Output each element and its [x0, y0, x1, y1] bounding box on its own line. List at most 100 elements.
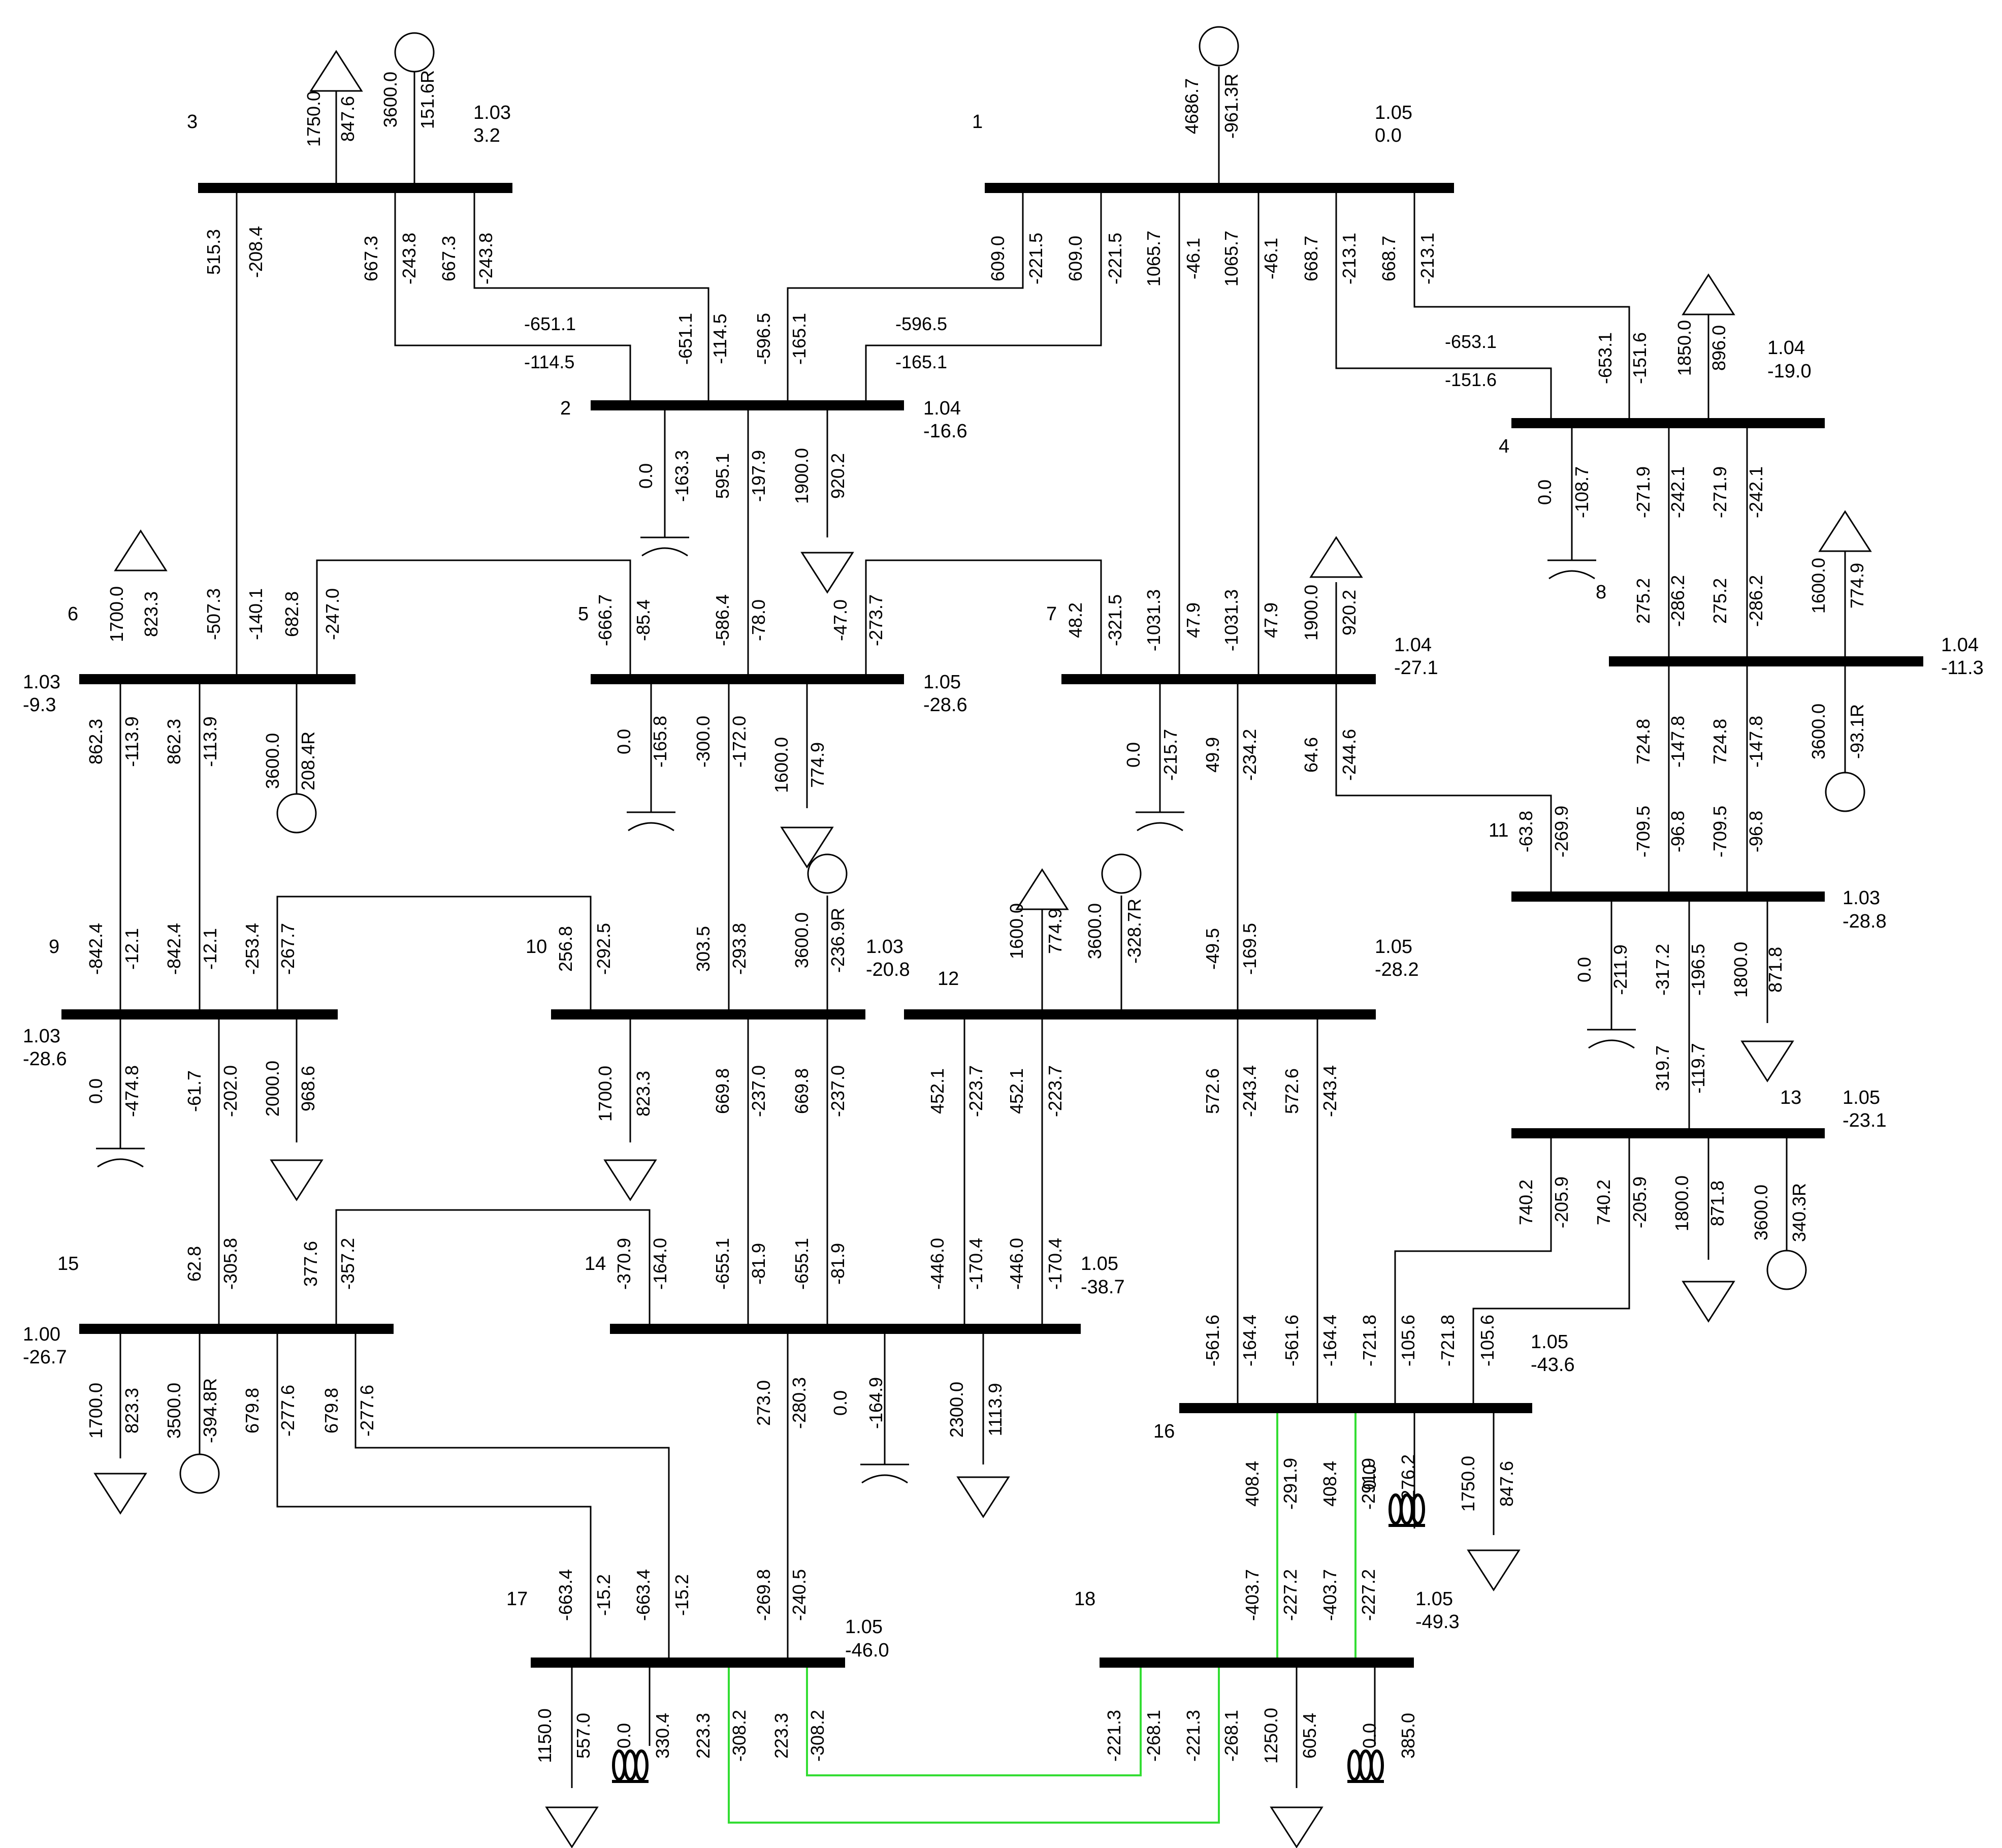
bus-number-14: 14 — [585, 1253, 606, 1275]
flow-value: -663.4 — [555, 1569, 576, 1621]
flow-value: 1900.0 — [791, 448, 812, 504]
flow-value: -78.0 — [748, 599, 769, 641]
flow-value: 0.0 — [613, 729, 634, 754]
flow-value: 920.2 — [827, 453, 848, 499]
bus-number-9: 9 — [49, 936, 59, 958]
bus-number-1: 1 — [972, 111, 983, 133]
flow-value: 3500.0 — [164, 1383, 184, 1439]
flow-value: -842.4 — [164, 923, 184, 975]
flow-value: 968.6 — [298, 1066, 318, 1111]
flow-value: -446.0 — [1006, 1238, 1027, 1290]
bus-bar-1[interactable] — [985, 183, 1454, 193]
load-arrow-icon — [1467, 1549, 1521, 1591]
flow-value: -277.6 — [277, 1385, 298, 1437]
flow-value: -234.2 — [1239, 729, 1260, 781]
flow-value: -709.5 — [1633, 806, 1654, 857]
flow-value: -253.4 — [242, 923, 263, 975]
bus-bar-15[interactable] — [79, 1324, 394, 1334]
flow-value: 330.4 — [652, 1713, 673, 1759]
flow-value: -236.9R — [827, 908, 848, 973]
shunt-reactor-icon — [612, 1749, 649, 1783]
bus-angle-2: -16.6 — [923, 421, 967, 442]
flow-value: -227.2 — [1280, 1569, 1301, 1621]
flow-value: 667.3 — [361, 236, 381, 281]
shunt-reactor-icon — [1389, 1493, 1425, 1527]
flow-value: 452.1 — [927, 1068, 948, 1114]
flow-value: 682.8 — [281, 591, 302, 637]
bus-bar-10[interactable] — [551, 1009, 865, 1019]
bus-voltage-4: 1.04 — [1767, 337, 1805, 359]
load-arrow-icon — [956, 1476, 1010, 1518]
flow-value: 3600.0 — [1084, 903, 1105, 959]
bus-bar-14[interactable] — [610, 1324, 1081, 1334]
flow-value: 1065.7 — [1143, 231, 1164, 286]
bus-bar-18[interactable] — [1100, 1658, 1414, 1668]
flow-value: -292.5 — [593, 923, 614, 975]
load-arrow-icon — [270, 1159, 324, 1201]
flow-value: 1800.0 — [1730, 942, 1751, 998]
bus-bar-7[interactable] — [1061, 674, 1376, 684]
flow-value: -242.1 — [1667, 466, 1688, 518]
bus-bar-2[interactable] — [591, 400, 904, 410]
flow-value: 0.0 — [1359, 1723, 1380, 1748]
flow-value: 1750.0 — [1458, 1456, 1478, 1512]
bus-bar-17[interactable] — [531, 1658, 845, 1668]
flow-value: -586.4 — [712, 594, 733, 646]
flow-value: 609.0 — [987, 236, 1008, 281]
flow-value: 823.3 — [633, 1071, 654, 1117]
flow-value: -243.8 — [399, 233, 419, 284]
load-arrow-icon — [1682, 273, 1735, 315]
flow-value: -561.6 — [1202, 1315, 1223, 1366]
bus-bar-8[interactable] — [1609, 656, 1923, 666]
flow-value: 0.0 — [85, 1078, 106, 1104]
flow-value: -653.1 — [1445, 331, 1497, 352]
generator-icon — [1199, 26, 1239, 67]
bus-angle-10: -20.8 — [866, 959, 910, 980]
bus-bar-3[interactable] — [198, 183, 512, 193]
flow-value: 1065.7 — [1221, 231, 1242, 286]
flow-value: 1750.0 — [303, 91, 324, 147]
flow-value: -474.8 — [121, 1065, 142, 1117]
bus-bar-4[interactable] — [1511, 418, 1825, 428]
load-arrow-icon — [603, 1159, 657, 1201]
flow-value: 1700.0 — [106, 586, 127, 642]
bus-angle-17: -46.0 — [845, 1640, 889, 1661]
flow-value: -211.9 — [1610, 944, 1631, 995]
flow-value: -267.7 — [277, 923, 298, 975]
shunt-capacitor-icon — [641, 547, 688, 557]
bus-bar-16[interactable] — [1179, 1403, 1532, 1413]
bus-bar-5[interactable] — [591, 674, 904, 684]
flow-value: 774.9 — [1847, 563, 1867, 609]
load-arrow-icon — [93, 1473, 147, 1515]
flow-value: -221.3 — [1183, 1710, 1204, 1762]
flow-value: -227.2 — [1358, 1569, 1379, 1621]
flow-value: 3600.0 — [1808, 704, 1829, 759]
flow-value: -163.3 — [671, 450, 692, 502]
bus-number-11: 11 — [1489, 820, 1508, 841]
bus-bar-12[interactable] — [904, 1009, 1376, 1019]
bus-bar-9[interactable] — [61, 1009, 338, 1019]
flow-value: -271.9 — [1633, 466, 1654, 518]
flow-value: 48.2 — [1065, 602, 1086, 638]
branch-line — [276, 1329, 592, 1663]
flow-value: 679.8 — [242, 1388, 263, 1433]
bus-bar-6[interactable] — [79, 674, 356, 684]
branch-line — [276, 896, 592, 1014]
flow-value: -328.7R — [1124, 899, 1145, 964]
generator-icon — [276, 793, 317, 834]
branch-line — [1335, 679, 1552, 897]
bus-number-7: 7 — [1046, 603, 1057, 625]
flow-value: -273.7 — [865, 594, 886, 646]
flow-value: 871.8 — [1765, 947, 1786, 993]
flow-value: -215.7 — [1160, 729, 1181, 781]
flow-value: 572.6 — [1281, 1068, 1302, 1114]
branch-line — [1413, 188, 1630, 423]
flow-value: 669.8 — [712, 1068, 733, 1114]
flow-value: -1031.3 — [1143, 589, 1164, 651]
flow-value: 669.8 — [791, 1068, 812, 1114]
flow-value: -221.3 — [1104, 1710, 1124, 1762]
flow-value: -96.8 — [1667, 811, 1688, 852]
bus-bar-11[interactable] — [1511, 891, 1825, 902]
bus-bar-13[interactable] — [1511, 1128, 1825, 1138]
